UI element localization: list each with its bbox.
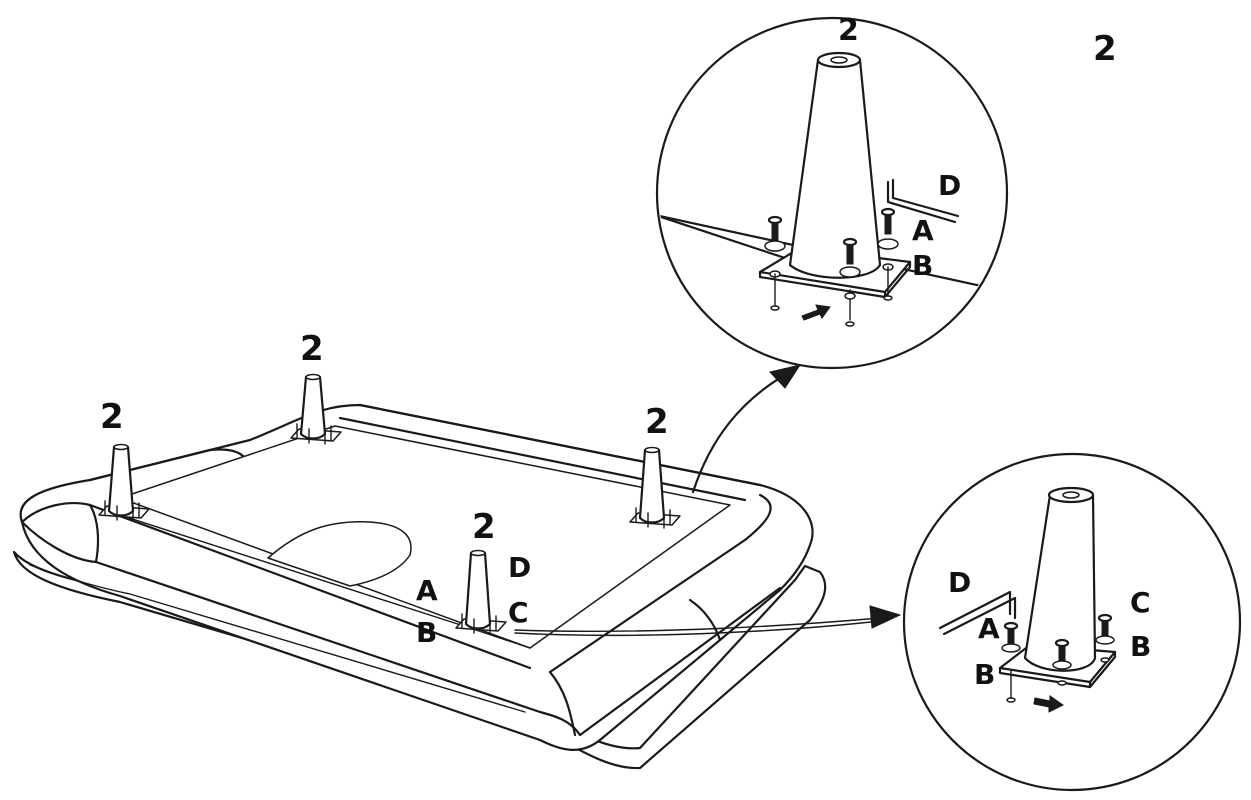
detail-bottom-callout-a: A <box>978 612 1000 645</box>
detail-top-callout-d: D <box>938 169 961 202</box>
sofa-base <box>12 403 827 770</box>
detail-bottom-callout-b-right: B <box>1130 630 1151 663</box>
sofa-leg-leg-back-middle <box>290 373 342 445</box>
leg-label-back-left: 2 <box>100 397 124 437</box>
callout-c: C <box>508 596 529 629</box>
sofa-leg-leg-back-left <box>98 443 150 522</box>
detail-top: 2 D A B <box>655 13 1009 370</box>
detail-bottom-callout-c: C <box>1130 586 1151 619</box>
detail-top-callout-a: A <box>912 214 934 247</box>
detail-top-callout-b: B <box>912 249 933 282</box>
arrow-to-top-detail <box>691 364 802 494</box>
detail-bottom-callout-d: D <box>948 566 971 599</box>
leg-label-back-right: 2 <box>645 402 669 442</box>
leg-label-front: 2 <box>472 507 496 547</box>
callout-d: D <box>508 551 531 584</box>
detail-top-leg-label: 2 <box>838 13 859 48</box>
sofa-leg-leg-back-right <box>629 446 681 529</box>
leg-label-back-middle: 2 <box>300 329 324 369</box>
arrow-to-bottom-detail <box>514 605 902 637</box>
callout-a: A <box>416 574 438 607</box>
page-number: 2 <box>1093 29 1117 69</box>
sofa-deck <box>119 425 731 649</box>
sofa-leg-leg-front <box>455 549 507 635</box>
deck-cutout <box>267 521 412 587</box>
callout-b: B <box>416 616 437 649</box>
sofa-legs <box>98 373 681 635</box>
detail-bottom: D A B C B <box>902 452 1242 792</box>
detail-bottom-callout-b-left: B <box>974 658 995 691</box>
